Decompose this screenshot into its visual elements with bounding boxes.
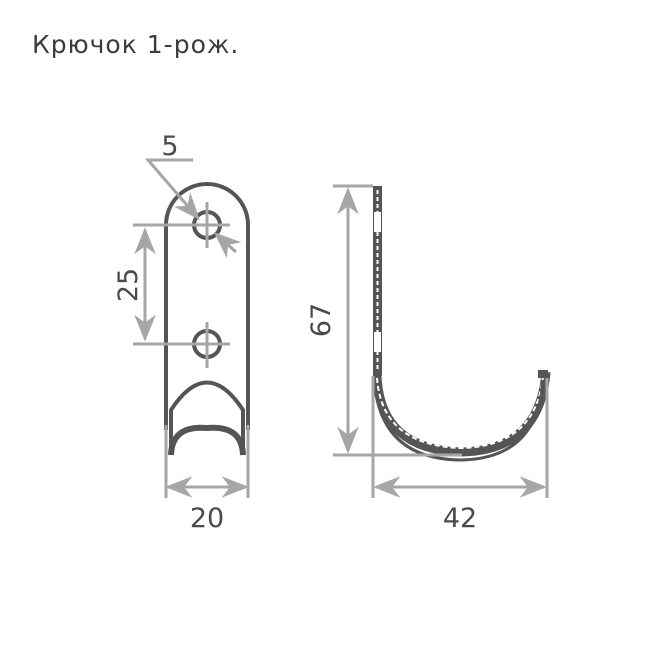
width-label: 20 [190, 503, 224, 534]
height-label: 67 [306, 303, 337, 337]
depth-label: 42 [443, 503, 477, 534]
plate-outline [164, 182, 250, 430]
side-view: 67 42 [306, 184, 551, 534]
front-view: 25 5 20 [113, 131, 250, 534]
hook-tip [169, 380, 245, 455]
hole-spacing-label: 25 [113, 268, 144, 302]
hole-diameter-label: 5 [161, 131, 178, 162]
drawing-title: Крючок 1-рож. [32, 30, 240, 59]
